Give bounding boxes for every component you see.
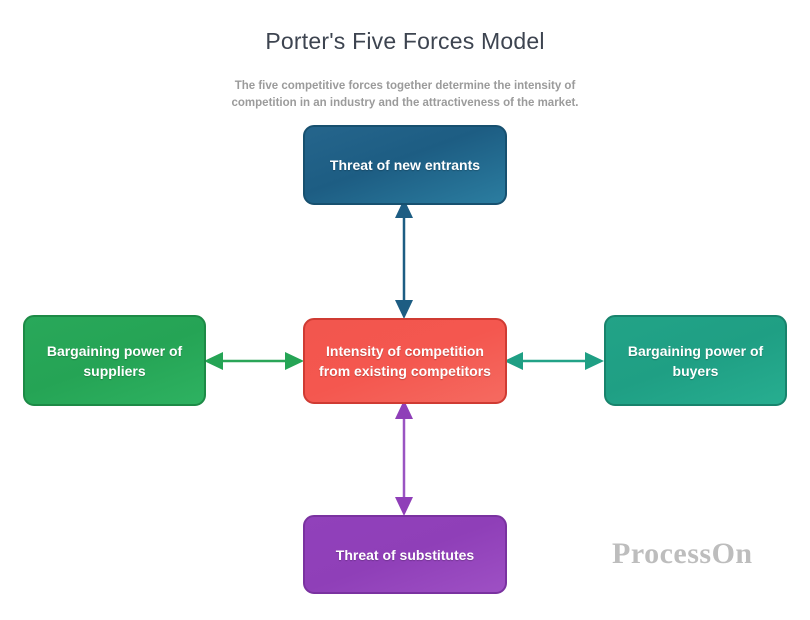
- connector-center-to-substitutes: [395, 400, 413, 516]
- node-label: Intensity of competition from existing c…: [319, 343, 491, 379]
- node-label: Threat of new entrants: [329, 157, 481, 173]
- node-label: Threat of substitutes: [335, 546, 475, 563]
- arrowhead-right-icon: [585, 352, 604, 370]
- page-subtitle: The five competitive forces together det…: [231, 80, 579, 109]
- processon-watermark: ProcessOn: [612, 537, 753, 570]
- page-title: Porter's Five Forces Model: [265, 28, 545, 54]
- connector-suppliers-to-center: [204, 352, 304, 370]
- node-threat-of-substitutes[interactable]: Threat of substitutes: [303, 515, 507, 594]
- node-label: Bargaining power of buyers: [627, 342, 764, 379]
- node-label: Bargaining power of suppliers: [46, 342, 183, 379]
- arrowhead-down-icon: [395, 300, 413, 319]
- arrowhead-up-icon: [395, 199, 413, 218]
- connector-top-entrants-to-center: [395, 199, 413, 319]
- node-bargaining-power-of-buyers[interactable]: Bargaining power of buyers: [604, 315, 787, 406]
- arrowhead-right-icon: [285, 352, 304, 370]
- arrowhead-left-icon: [504, 352, 523, 370]
- node-intensity-of-competition[interactable]: Intensity of competition from existing c…: [303, 318, 507, 404]
- node-threat-of-new-entrants[interactable]: Threat of new entrants: [303, 125, 507, 205]
- arrowhead-left-icon: [204, 352, 223, 370]
- node-bargaining-power-of-suppliers[interactable]: Bargaining power of suppliers: [23, 315, 206, 406]
- arrowhead-up-icon: [395, 400, 413, 419]
- arrowhead-down-icon: [395, 497, 413, 516]
- connector-center-to-buyers: [504, 352, 604, 370]
